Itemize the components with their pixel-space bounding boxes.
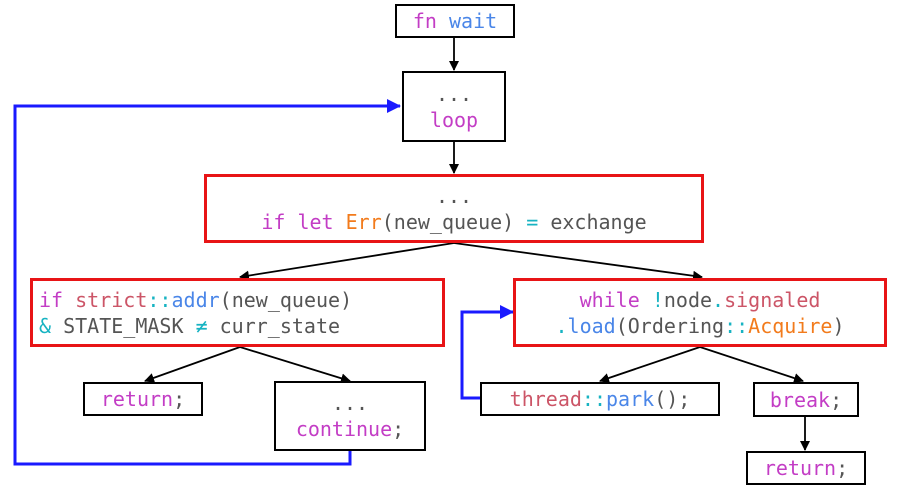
- code-token: ;: [173, 387, 186, 411]
- edge-strict-to-continue: [239, 346, 351, 384]
- code-token: !: [651, 287, 664, 312]
- code-line: .load(Ordering::Acquire): [555, 313, 844, 339]
- code-token: (Ordering: [615, 313, 725, 338]
- code-line: return;: [764, 455, 848, 481]
- code-line: return;: [101, 386, 185, 412]
- code-line: continue;: [296, 416, 404, 442]
- code-token: if: [261, 209, 286, 234]
- edge-exchange-to-strict: [239, 242, 455, 281]
- code-token: park: [606, 387, 655, 411]
- code-token: curr_state: [207, 313, 341, 338]
- code-token: exchange: [538, 209, 647, 234]
- code-token: ;: [836, 456, 849, 480]
- code-token: &: [39, 313, 52, 338]
- code-token: ();: [654, 387, 691, 411]
- edge-while-to-park: [599, 346, 701, 383]
- code-line: if let Err(new_queue) = exchange: [261, 209, 646, 235]
- code-token: STATE_MASK: [51, 313, 196, 338]
- code-token: [63, 288, 75, 312]
- code-token: [640, 288, 652, 312]
- code-token: load: [567, 313, 616, 338]
- code-token: if: [39, 287, 64, 312]
- code-token: let: [297, 209, 334, 234]
- code-token: node: [663, 287, 713, 312]
- code-line: ...: [332, 390, 368, 416]
- code-token: ::: [147, 287, 172, 312]
- back-edge-park-to-while: [460, 305, 514, 400]
- edge-while-to-break: [699, 346, 804, 383]
- loop-node: ...loop: [402, 71, 506, 142]
- code-token: strict: [75, 287, 148, 312]
- code-token: [437, 9, 449, 33]
- code-line: ...: [436, 81, 472, 107]
- code-token: loop: [429, 107, 479, 132]
- code-line: loop: [430, 107, 478, 133]
- code-token: while: [579, 287, 640, 312]
- return-left-node: return;: [83, 382, 203, 416]
- code-token: (new_queue): [381, 209, 527, 234]
- code-token: continue: [295, 417, 393, 441]
- code-token: thread: [509, 387, 582, 411]
- code-line: & STATE_MASK ≠ curr_state: [39, 313, 340, 339]
- code-token: signaled: [724, 287, 821, 312]
- code-token: [334, 210, 346, 234]
- while-loop-node: while !node.signaled.load(Ordering::Acqu…: [513, 278, 887, 347]
- code-token: Err: [345, 209, 382, 234]
- code-token: ;: [830, 387, 843, 412]
- fn-wait-node: fn wait: [395, 4, 515, 38]
- code-line: fn wait: [413, 8, 497, 34]
- code-line: ...: [436, 183, 472, 209]
- code-line: break;: [770, 387, 842, 413]
- back-edge-continue-to-loop: [13, 99, 401, 466]
- code-token: return: [100, 387, 174, 411]
- code-token: ): [832, 313, 845, 338]
- park-node: thread::park();: [480, 382, 720, 416]
- strict-check-node: if strict::addr(new_queue)& STATE_MASK ≠…: [30, 278, 445, 347]
- code-line: while !node.signaled: [580, 287, 821, 313]
- code-token: [285, 210, 297, 234]
- exchange-node: ...if let Err(new_queue) = exchange: [204, 174, 704, 243]
- code-token: addr: [171, 287, 220, 312]
- code-token: .: [555, 313, 568, 338]
- code-token: =: [526, 209, 539, 234]
- code-token: fn: [412, 9, 437, 33]
- code-token: ...: [435, 81, 473, 106]
- code-token: ...: [435, 183, 473, 208]
- code-line: if strict::addr(new_queue): [39, 287, 352, 313]
- edge-exchange-to-while: [453, 242, 703, 281]
- code-token: ≠: [195, 313, 208, 338]
- code-token: Acquire: [748, 313, 833, 338]
- code-token: return: [763, 456, 837, 480]
- edge-strict-to-return: [144, 346, 241, 383]
- code-token: ;: [392, 417, 405, 441]
- code-token: ...: [331, 391, 369, 415]
- code-token: .: [712, 287, 725, 312]
- break-node: break;: [753, 382, 859, 417]
- code-line: thread::park();: [510, 386, 691, 412]
- code-token: (new_queue): [219, 287, 353, 312]
- code-token: ::: [724, 313, 749, 338]
- code-token: wait: [448, 9, 498, 33]
- return-right-node: return;: [746, 451, 866, 485]
- continue-node: ...continue;: [274, 381, 426, 451]
- code-token: ::: [581, 387, 607, 411]
- code-token: break: [769, 387, 831, 412]
